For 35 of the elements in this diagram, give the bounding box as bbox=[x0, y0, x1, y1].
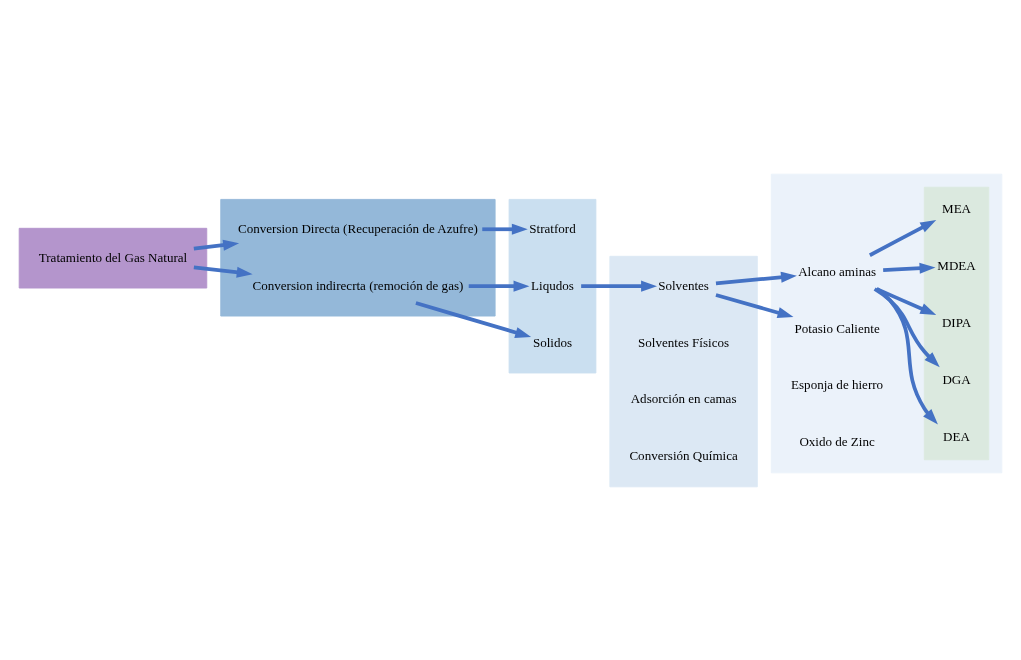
arrow bbox=[873, 286, 940, 367]
node-text: MDEA bbox=[937, 257, 976, 273]
node-text: Oxido de Zinc bbox=[799, 433, 875, 449]
node-text: Esponja de hierro bbox=[791, 376, 884, 392]
arrow bbox=[193, 265, 253, 278]
node-text: Conversion indirecrta (remoción de gas) bbox=[252, 277, 464, 293]
node-text: Conversion Directa (Recuperación de Azufre) bbox=[238, 220, 478, 236]
arrow bbox=[883, 262, 936, 274]
node-text: Potasio Caliente bbox=[794, 320, 880, 336]
node-text: Alcano aminas bbox=[798, 263, 877, 279]
node-text: Solidos bbox=[532, 334, 573, 350]
node-text: DEA bbox=[943, 428, 970, 444]
cluster bbox=[770, 173, 1003, 473]
node-text: Tratamiento del Gas Natural bbox=[38, 249, 188, 265]
node-text: DIPA bbox=[941, 314, 972, 330]
node-text: Conversión Química bbox=[629, 447, 738, 463]
arrow bbox=[193, 239, 240, 251]
arrow bbox=[715, 271, 797, 285]
cluster bbox=[18, 227, 208, 288]
arrow bbox=[581, 280, 657, 292]
node-text: Solventes bbox=[658, 277, 709, 293]
node-text: MEA bbox=[942, 200, 972, 216]
arrow bbox=[415, 300, 532, 338]
arrow bbox=[468, 280, 530, 292]
arrow bbox=[482, 223, 528, 235]
node-text: DGA bbox=[942, 371, 971, 387]
node-text: Adsorción en camas bbox=[630, 390, 737, 406]
arrow bbox=[869, 219, 937, 257]
node-text: Liqudos bbox=[531, 277, 574, 293]
arrow bbox=[715, 292, 794, 318]
arrow bbox=[875, 286, 937, 315]
cluster bbox=[609, 255, 758, 487]
node-text: Solventes Físicos bbox=[638, 334, 730, 350]
node-text: Stratford bbox=[529, 220, 576, 236]
arrow bbox=[876, 287, 938, 424]
